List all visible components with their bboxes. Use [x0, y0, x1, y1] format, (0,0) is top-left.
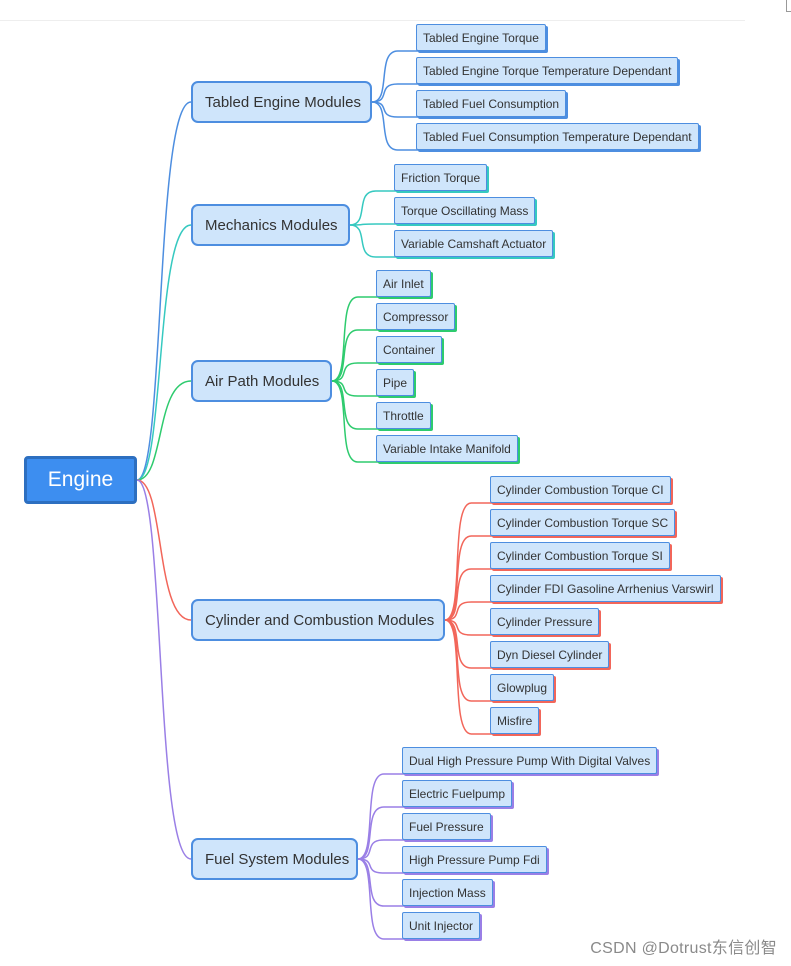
leaf-node-tabled-engine-torque-temperature-dependant[interactable]: Tabled Engine Torque Temperature Dependa…: [416, 57, 679, 84]
branch-node-air-path-modules[interactable]: Air Path Modules: [191, 360, 332, 402]
leaf-node-label: High Pressure Pump Fdi: [409, 852, 540, 867]
leaf-node-label: Pipe: [383, 375, 408, 390]
connector-tabled-engine-torque-temperature-dependant: [371, 83, 416, 103]
leaf-node-label: Container: [383, 342, 436, 357]
leaf-node-label: Compressor: [383, 309, 449, 324]
branch-node-tabled-engine-modules[interactable]: Tabled Engine Modules: [191, 81, 372, 123]
leaf-node-label: Cylinder FDI Gasoline Arrhenius Varswirl: [497, 581, 714, 596]
root-node-engine[interactable]: Engine: [24, 456, 137, 504]
leaf-node-label: Glowplug: [497, 680, 548, 695]
leaf-node-variable-intake-manifold[interactable]: Variable Intake Manifold: [376, 435, 518, 462]
connector-root-mechanics-modules: [136, 224, 192, 481]
connector-tabled-engine-torque: [371, 50, 416, 103]
leaf-node-tabled-fuel-consumption[interactable]: Tabled Fuel Consumption: [416, 90, 567, 117]
leaf-node-tabled-engine-torque[interactable]: Tabled Engine Torque: [416, 24, 546, 51]
connector-dual-high-pressure-pump-with-digital-valves: [357, 773, 402, 860]
connector-electric-fuelpump: [357, 806, 402, 860]
leaf-node-high-pressure-pump-fdi[interactable]: High Pressure Pump Fdi: [402, 846, 547, 873]
branch-node-mechanics-modules[interactable]: Mechanics Modules: [191, 204, 350, 246]
connector-air-inlet: [331, 296, 376, 382]
connector-root-air-path-modules: [136, 380, 192, 481]
leaf-node-label: Cylinder Pressure: [497, 614, 593, 629]
leaf-node-label: Torque Oscillating Mass: [401, 203, 529, 218]
leaf-node-label: Cylinder Combustion Torque CI: [497, 482, 664, 497]
leaf-node-label: Variable Intake Manifold: [383, 441, 511, 456]
window-corner: [786, 0, 791, 12]
leaf-node-fuel-pressure[interactable]: Fuel Pressure: [402, 813, 491, 840]
connector-friction-torque: [349, 190, 394, 226]
leaf-node-label: Fuel Pressure: [409, 819, 484, 834]
leaf-node-injection-mass[interactable]: Injection Mass: [402, 879, 493, 906]
leaf-node-tabled-fuel-consumption-temperature-dependant[interactable]: Tabled Fuel Consumption Temperature Depe…: [416, 123, 699, 150]
connector-compressor: [331, 329, 376, 382]
leaf-node-label: Dual High Pressure Pump With Digital Val…: [409, 753, 651, 768]
leaf-node-electric-fuelpump[interactable]: Electric Fuelpump: [402, 780, 513, 807]
connector-tabled-fuel-consumption-temperature-dependant: [371, 101, 416, 151]
connector-fuel-pressure: [357, 839, 402, 860]
leaf-node-label: Tabled Fuel Consumption Temperature Depe…: [423, 129, 692, 144]
leaf-node-variable-camshaft-actuator[interactable]: Variable Camshaft Actuator: [394, 230, 554, 257]
connector-root-fuel-system-modules: [136, 479, 192, 860]
leaf-node-cylinder-pressure[interactable]: Cylinder Pressure: [490, 608, 600, 635]
leaf-node-compressor[interactable]: Compressor: [376, 303, 456, 330]
leaf-node-pipe[interactable]: Pipe: [376, 369, 415, 396]
leaf-node-cylinder-combustion-torque-sc[interactable]: Cylinder Combustion Torque SC: [490, 509, 676, 536]
leaf-node-dyn-diesel-cylinder[interactable]: Dyn Diesel Cylinder: [490, 641, 610, 668]
connector-variable-camshaft-actuator: [349, 224, 394, 258]
connector-root-cylinder-and-combustion-modules: [136, 479, 192, 621]
leaf-node-label: Friction Torque: [401, 170, 481, 185]
leaf-node-label: Misfire: [497, 713, 533, 728]
leaf-node-air-inlet[interactable]: Air Inlet: [376, 270, 431, 297]
leaf-node-label: Tabled Fuel Consumption: [423, 96, 560, 111]
connector-unit-injector: [357, 858, 402, 940]
leaf-node-label: Tabled Engine Torque Temperature Dependa…: [423, 63, 672, 78]
leaf-node-label: Cylinder Combustion Torque SC: [497, 515, 669, 530]
leaf-node-cylinder-fdi-gasoline-arrhenius-varswirl[interactable]: Cylinder FDI Gasoline Arrhenius Varswirl: [490, 575, 721, 602]
connector-cylinder-fdi-gasoline-arrhenius-varswirl: [444, 601, 490, 621]
connector-cylinder-pressure: [444, 619, 490, 636]
leaf-node-torque-oscillating-mass[interactable]: Torque Oscillating Mass: [394, 197, 536, 224]
branch-node-fuel-system-modules[interactable]: Fuel System Modules: [191, 838, 358, 880]
leaf-node-label: Tabled Engine Torque: [423, 30, 539, 45]
leaf-node-label: Electric Fuelpump: [409, 786, 506, 801]
branch-node-cylinder-and-combustion-modules[interactable]: Cylinder and Combustion Modules: [191, 599, 445, 641]
leaf-node-cylinder-combustion-torque-ci[interactable]: Cylinder Combustion Torque CI: [490, 476, 671, 503]
leaf-node-glowplug[interactable]: Glowplug: [490, 674, 555, 701]
leaf-node-label: Dyn Diesel Cylinder: [497, 647, 603, 662]
connector-cylinder-combustion-torque-ci: [444, 502, 490, 621]
watermark: CSDN @Dotrust东信创智: [590, 940, 777, 957]
connector-container: [331, 362, 376, 382]
connector-root-tabled-engine-modules: [136, 101, 192, 481]
leaf-node-container[interactable]: Container: [376, 336, 443, 363]
connector-cylinder-combustion-torque-si: [444, 568, 490, 621]
connector-variable-intake-manifold: [331, 380, 376, 463]
leaf-node-label: Injection Mass: [409, 885, 486, 900]
connector-cylinder-combustion-torque-sc: [444, 535, 490, 621]
leaf-node-misfire[interactable]: Misfire: [490, 707, 540, 734]
leaf-node-dual-high-pressure-pump-with-digital-valves[interactable]: Dual High Pressure Pump With Digital Val…: [402, 747, 658, 774]
leaf-node-label: Air Inlet: [383, 276, 424, 291]
leaf-node-label: Unit Injector: [409, 918, 474, 933]
leaf-node-label: Variable Camshaft Actuator: [401, 236, 547, 251]
connector-throttle: [331, 380, 376, 430]
connector-torque-oscillating-mass: [349, 223, 394, 226]
connector-misfire: [444, 619, 490, 735]
top-divider: [0, 20, 745, 21]
leaf-node-unit-injector[interactable]: Unit Injector: [402, 912, 481, 939]
connector-injection-mass: [357, 858, 402, 907]
leaf-node-throttle[interactable]: Throttle: [376, 402, 431, 429]
connector-glowplug: [444, 619, 490, 702]
leaf-node-label: Throttle: [383, 408, 424, 423]
leaf-node-cylinder-combustion-torque-si[interactable]: Cylinder Combustion Torque SI: [490, 542, 670, 569]
leaf-node-friction-torque[interactable]: Friction Torque: [394, 164, 488, 191]
leaf-node-label: Cylinder Combustion Torque SI: [497, 548, 663, 563]
